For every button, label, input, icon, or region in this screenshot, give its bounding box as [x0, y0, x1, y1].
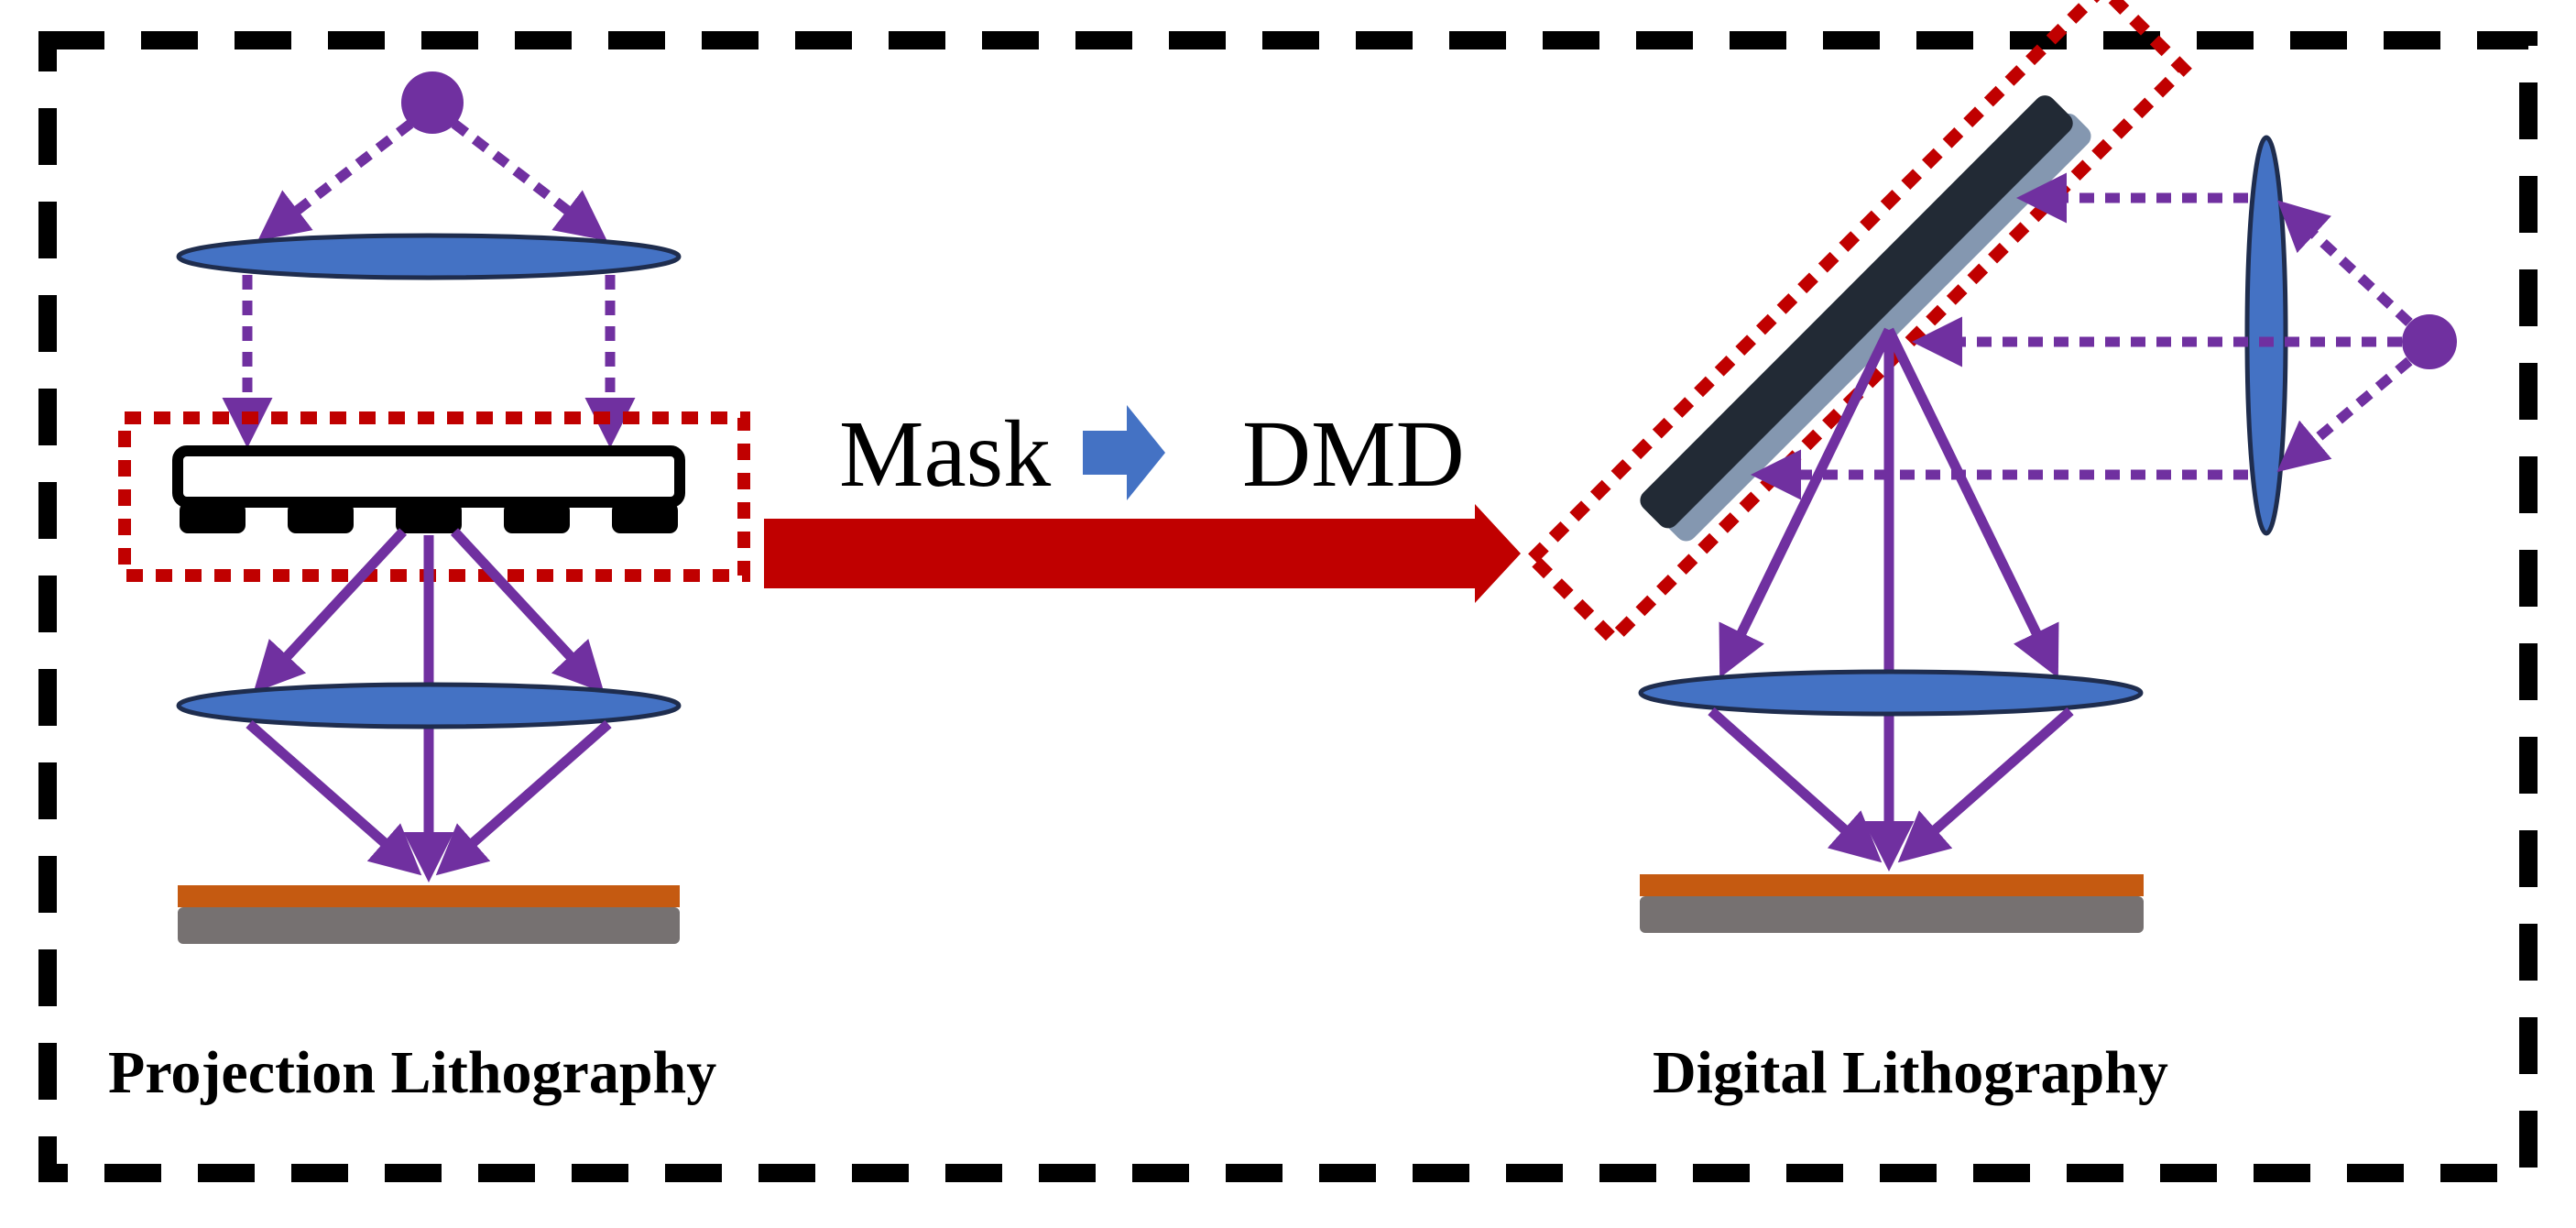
imaging-lens: [1638, 669, 2144, 717]
projection-lithography-setup: [118, 71, 750, 944]
digital-lithography-caption: Digital Lithography: [1653, 1039, 2168, 1106]
photoresist-layer: [1640, 874, 2144, 896]
mask-pattern-block: [504, 502, 570, 533]
mask-label: Mask: [839, 401, 1051, 507]
ray-line: [1719, 327, 1894, 678]
dmd-chip: [1640, 95, 2073, 529]
outer-dashed-border: [38, 31, 2538, 1182]
mask-pattern-block: [396, 502, 462, 533]
photomask: [172, 445, 685, 508]
projection-lens: [176, 682, 682, 729]
ray-line: [450, 528, 605, 694]
substrate-layer: [1640, 896, 2144, 933]
ray-line: [2276, 356, 2413, 473]
light-source-icon: [2402, 314, 2457, 369]
ray-line: [246, 719, 422, 876]
mask-highlight-box: [118, 411, 750, 582]
diffracted-rays: [253, 528, 605, 694]
ray-line: [2276, 200, 2413, 327]
digital-lithography-setup: [1523, 0, 2457, 933]
ray-line: [257, 119, 414, 241]
transform-arrow-icon: [764, 504, 1521, 603]
ray-line: [1897, 707, 2074, 863]
light-source-icon: [401, 71, 464, 134]
mask-pattern-block: [180, 502, 246, 533]
ray-line: [1708, 707, 1883, 863]
small-arrow-icon: [1083, 405, 1165, 500]
condenser-lens: [176, 233, 682, 280]
ray-line: [253, 528, 408, 694]
focusing-rays: [1708, 707, 2074, 872]
mask-pattern-block: [612, 502, 678, 533]
illumination-rays: [222, 119, 636, 448]
focusing-rays: [246, 719, 612, 883]
ray-line: [435, 719, 612, 876]
mask-pattern-block: [288, 502, 354, 533]
mask-pattern: [180, 502, 678, 533]
illumination-rays: [1751, 172, 2413, 500]
dmd-back-plate: [1663, 113, 2091, 542]
collimating-lens: [2244, 135, 2288, 536]
projection-lithography-caption: Projection Lithography: [108, 1039, 716, 1106]
ray-line: [1884, 327, 2059, 678]
ray-line: [451, 119, 607, 241]
photoresist-layer: [178, 885, 680, 907]
reflected-rays: [1719, 327, 2059, 678]
dmd-label: DMD: [1242, 401, 1465, 507]
substrate-layer: [178, 907, 680, 944]
